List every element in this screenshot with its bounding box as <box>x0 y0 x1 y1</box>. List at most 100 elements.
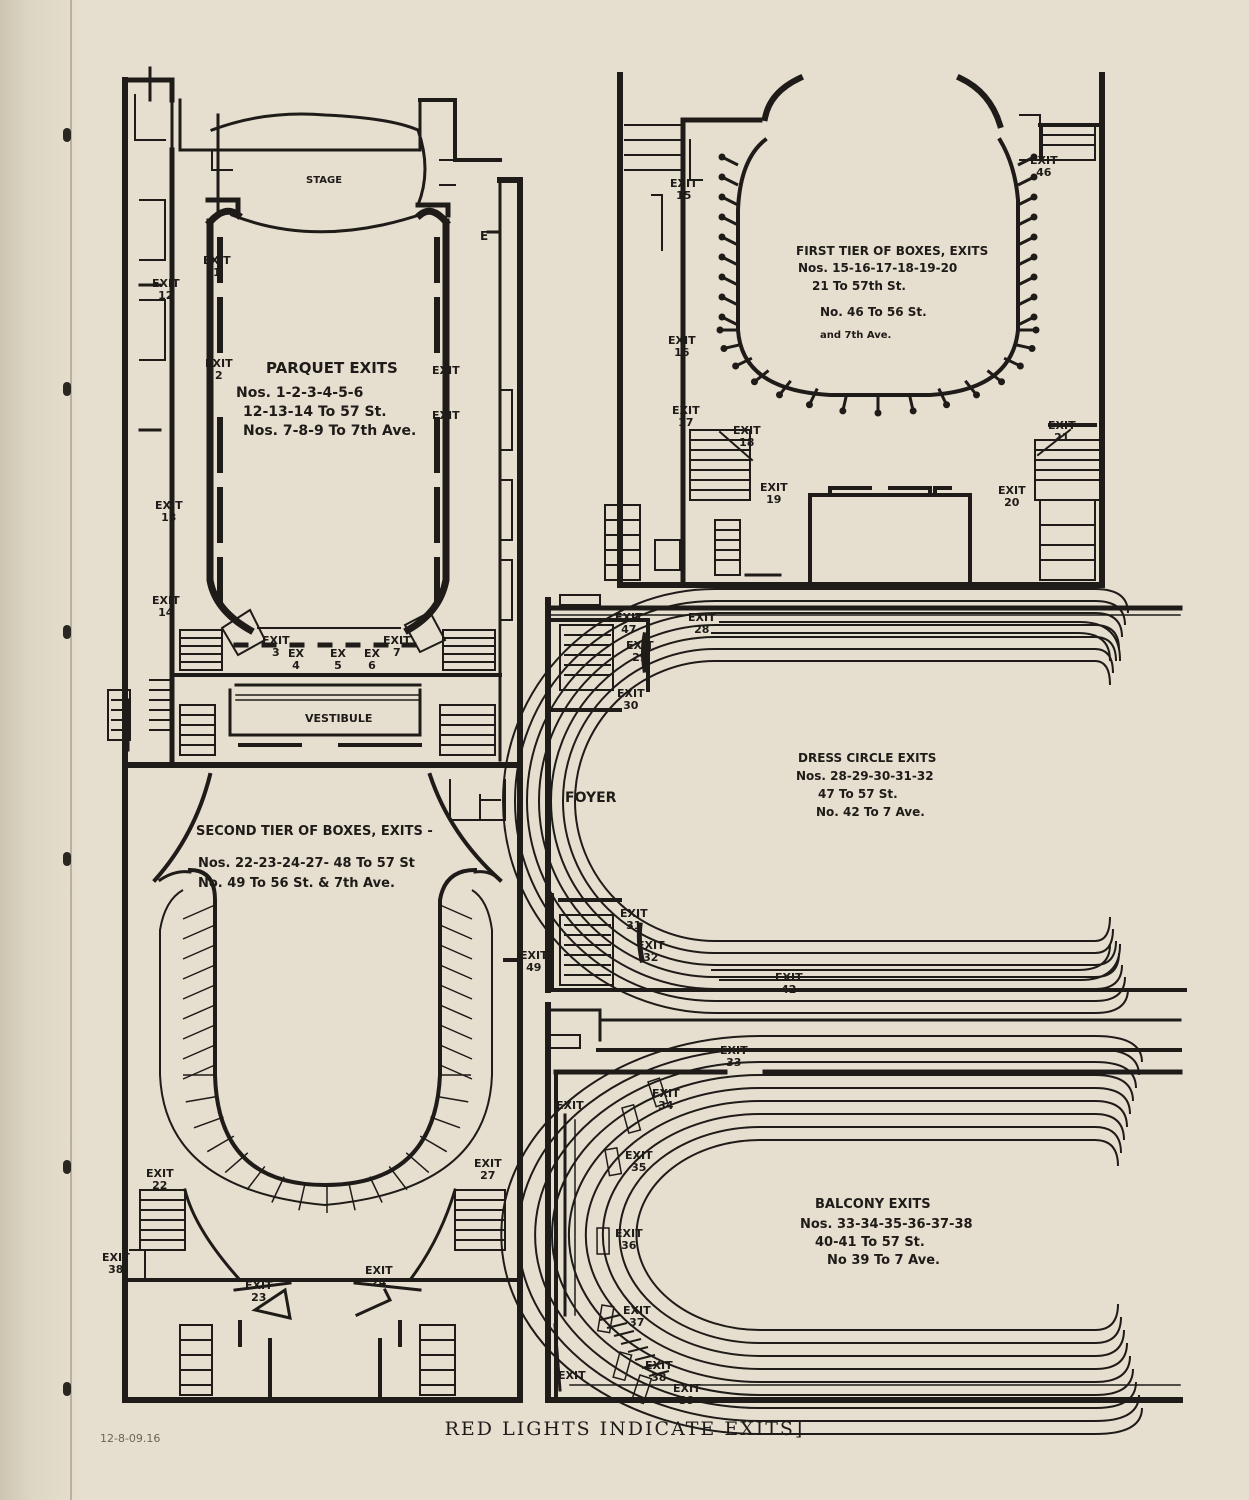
box-seat <box>718 313 726 321</box>
row-end <box>1094 1394 1140 1422</box>
second-tier-plan <box>122 767 523 1403</box>
row-end <box>1094 1035 1143 1063</box>
box-seat <box>973 391 981 399</box>
stair-tread <box>648 1370 670 1377</box>
exit-word: EXIT <box>668 334 696 347</box>
balcony-row <box>635 1139 1095 1331</box>
box-divider <box>348 1182 356 1211</box>
box-seat <box>1030 213 1038 221</box>
exit-word: EXIT <box>615 611 643 624</box>
binding-edge <box>0 0 80 1500</box>
row-end <box>1094 1100 1128 1128</box>
exit-number: 2 <box>214 368 223 382</box>
page-fold <box>70 0 72 1500</box>
balcony-exit-label: EXIT <box>558 1370 586 1382</box>
parquet-line: Nos. 7-8-9 To 7th Ave. <box>243 423 417 439</box>
dress-circle-line: 47 To 57 St. <box>818 787 898 801</box>
box-seat <box>1030 153 1038 161</box>
exit-number: 46 <box>1036 165 1052 179</box>
first-tier-line: and 7th Ave. <box>820 330 892 341</box>
exit-word: EXIT <box>152 594 180 607</box>
parquet-line: 12-13-14 To 57 St. <box>243 404 387 420</box>
first-tier-line: 21 To 57th St. <box>812 279 906 293</box>
box-divider <box>430 1116 461 1129</box>
row-end <box>1094 1139 1119 1167</box>
exit-word: EXIT <box>245 1279 273 1292</box>
row-end <box>1094 1329 1125 1357</box>
box-divider <box>436 1095 469 1103</box>
box-divider <box>439 1044 473 1060</box>
exit-number: 42 <box>781 982 797 996</box>
exit-word: EX <box>364 647 380 660</box>
exit-number: 18 <box>739 435 755 449</box>
binding-hole <box>63 128 71 142</box>
balcony-row <box>500 1035 1095 1435</box>
first-tier-line: Nos. 15-16-17-18-19-20 <box>798 261 958 275</box>
exit-word: EXIT <box>620 907 648 920</box>
exit-word: EXIT <box>556 1099 584 1112</box>
exit-word: EXIT <box>1048 419 1076 432</box>
row-end <box>1094 928 1114 954</box>
box-seat <box>998 378 1006 386</box>
exit-word: EXIT <box>102 1251 130 1264</box>
box-seat <box>718 213 726 221</box>
exit-number: 14 <box>158 605 174 619</box>
box-divider <box>185 1095 218 1103</box>
exit-number: 38 <box>651 1370 667 1384</box>
binding-hole <box>63 382 71 396</box>
exit-word: EXIT <box>558 1369 586 1382</box>
box-seat <box>839 407 847 415</box>
box-seat <box>1030 193 1038 201</box>
exit-number: 31 <box>626 918 642 932</box>
box-seat <box>1016 362 1024 370</box>
seat-row <box>526 612 1095 990</box>
exit-word: EXIT <box>645 1359 673 1372</box>
binding-hole <box>63 1160 71 1174</box>
row-end <box>1094 1381 1137 1409</box>
box-divider <box>439 1064 473 1080</box>
exit-word: EXIT <box>652 1087 680 1100</box>
exit-word: EXIT <box>203 254 231 267</box>
box-seat <box>718 293 726 301</box>
exit-number: 12 <box>158 288 174 302</box>
exit-word: EXIT <box>432 409 460 422</box>
exit-word: EXIT <box>670 177 698 190</box>
exit-word: EXIT <box>615 1227 643 1240</box>
exit-word: EXIT <box>474 1157 502 1170</box>
second-tier-line: Nos. 22-23-24-27- 48 To 57 St <box>198 856 415 871</box>
second-tier-line: No. 49 To 56 St. & 7th Ave. <box>198 876 395 891</box>
row-end <box>1094 976 1126 1002</box>
exit-word: EXIT <box>152 277 180 290</box>
exit-notice: RED LIGHTS INDICATE EXITS] <box>444 1418 805 1440</box>
exit-number: 13 <box>161 510 177 524</box>
exit-number: 22 <box>152 1178 168 1192</box>
exit-word: EXIT <box>672 404 700 417</box>
row-end <box>1094 940 1117 966</box>
row-end <box>1094 600 1126 626</box>
aisle-box <box>630 1374 653 1405</box>
row-end <box>1094 588 1129 614</box>
stair-tread <box>627 1346 649 1353</box>
row-end <box>1094 952 1120 978</box>
exit-number: 32 <box>643 950 659 964</box>
exit-number: 3 <box>271 645 280 659</box>
box-divider <box>388 1166 408 1191</box>
balcony-row <box>534 1061 1095 1409</box>
box-seat <box>718 253 726 261</box>
row-end <box>1094 612 1123 638</box>
exit-number: 19 <box>766 492 782 506</box>
